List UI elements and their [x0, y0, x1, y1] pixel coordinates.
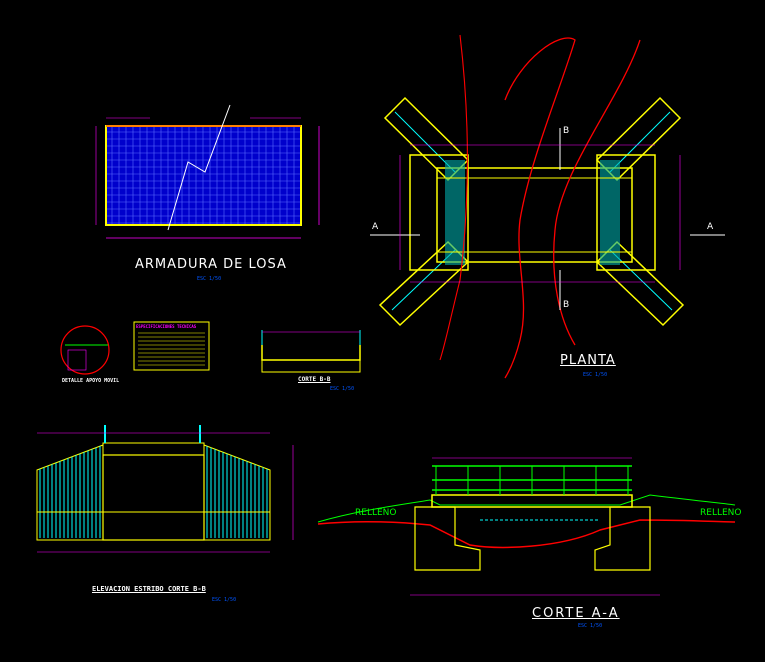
section-mark-b-bottom: B	[563, 300, 570, 310]
support-detail	[60, 325, 110, 375]
scale-elevacion: ESC 1/50	[212, 597, 237, 603]
section-mark-b-top: B	[563, 126, 570, 136]
title-corte-bb: CORTE B-B	[298, 376, 331, 383]
label-relleno-left: RELLENO	[355, 508, 397, 518]
title-planta: PLANTA	[560, 353, 616, 368]
scale-corte-bb: ESC 1/50	[330, 386, 355, 392]
scale-armadura: ESC 1/50	[197, 276, 222, 282]
section-bb	[261, 330, 361, 373]
abutment-elevation	[36, 425, 294, 553]
plan-view	[370, 34, 725, 379]
title-elevacion: ELEVACION ESTRIBO CORTE B-B	[92, 585, 206, 593]
title-corte-aa: CORTE A-A	[532, 606, 620, 621]
section-mark-a-right: A	[707, 222, 714, 232]
specs-title: ESPECIFICACIONES TECNICAS	[136, 324, 197, 329]
scale-corte-aa: ESC 1/50	[578, 623, 603, 629]
section-aa	[317, 457, 736, 596]
label-relleno-right: RELLENO	[700, 508, 742, 518]
title-detalle: DETALLE APOYO MOVIL	[62, 378, 120, 384]
tech-specs-box	[133, 321, 210, 371]
slab-reinforcement-plan	[95, 104, 320, 239]
title-armadura: ARMADURA DE LOSA	[135, 257, 287, 272]
section-mark-a-left: A	[372, 222, 379, 232]
scale-planta: ESC 1/50	[583, 372, 608, 378]
